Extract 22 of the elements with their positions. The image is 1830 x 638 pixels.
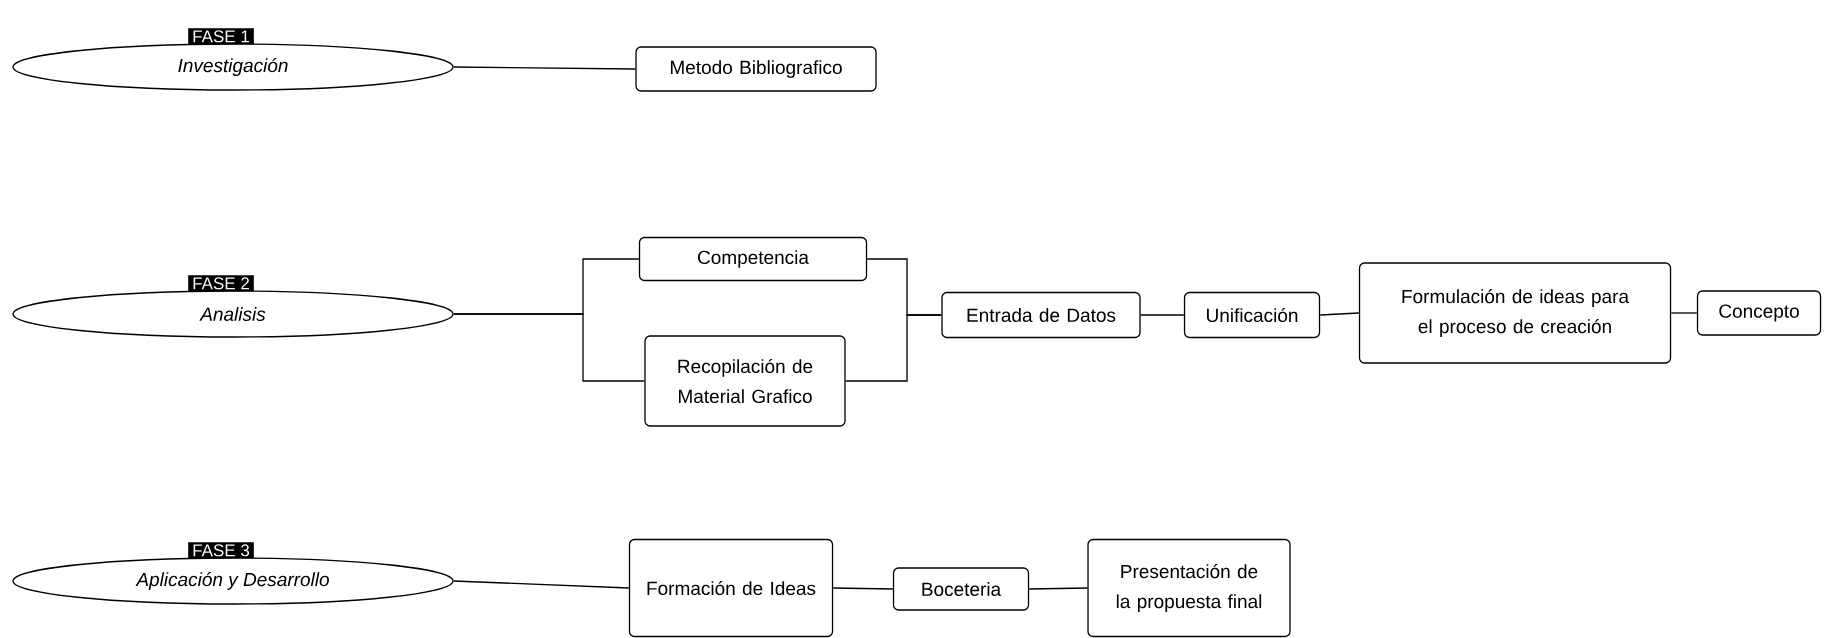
connector-line xyxy=(453,313,645,382)
connector-line xyxy=(1670,312,1698,314)
process-box: Metodo Bibliografico xyxy=(635,46,877,92)
process-box: Unificación xyxy=(1183,291,1321,339)
connector-line xyxy=(1140,314,1185,316)
process-box: Presentación de la propuesta final xyxy=(1087,538,1291,638)
connector-line xyxy=(1028,587,1088,590)
connector-line xyxy=(453,580,630,589)
process-box: Formación de Ideas xyxy=(628,538,834,638)
phase-tag: FASE 2 xyxy=(188,275,254,292)
process-box: Formulación de ideas para el proceso de creación xyxy=(1358,262,1672,364)
process-box: Concepto xyxy=(1696,290,1822,336)
process-box: Recopilación de Material Grafico xyxy=(644,335,846,427)
phase-tag: FASE 3 xyxy=(188,542,254,559)
process-box: Boceteria xyxy=(892,567,1030,611)
process-box: Competencia xyxy=(638,236,868,282)
connector-line xyxy=(832,587,894,590)
phase-tag: FASE 1 xyxy=(188,28,254,45)
connector-line xyxy=(1319,312,1360,316)
process-box: Entrada de Datos xyxy=(941,291,1141,339)
connector-line xyxy=(845,314,942,382)
connector-line xyxy=(453,66,636,70)
